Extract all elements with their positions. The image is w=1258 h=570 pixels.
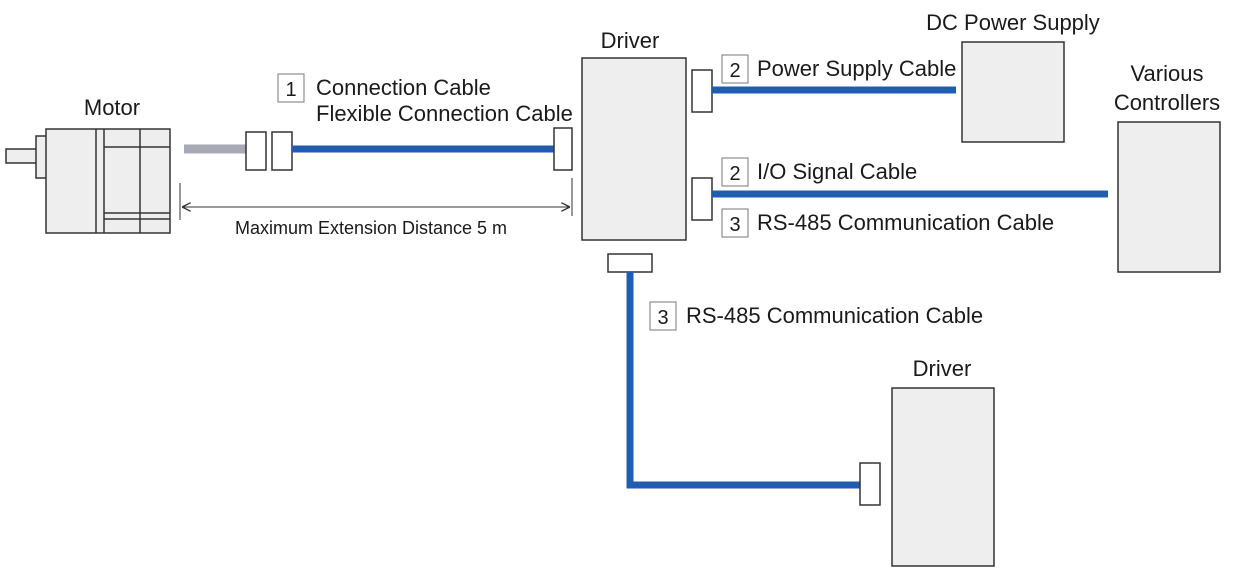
- motor-body: [45, 128, 171, 234]
- cable-line: [626, 272, 860, 489]
- cable-connector: [245, 131, 267, 171]
- io-signal-cable-label: I/O Signal Cable: [757, 159, 917, 184]
- driver-second-box: [891, 387, 995, 567]
- driver-main-label: Driver: [601, 28, 660, 53]
- cable-connector: [271, 131, 293, 171]
- cable-number: 2: [729, 163, 740, 185]
- dc-power-supply-box: [961, 41, 1065, 143]
- dc-power-supply: DC Power Supply: [926, 10, 1100, 143]
- driver-power-connector: [691, 69, 713, 113]
- various-controllers: Various Controllers: [1114, 61, 1221, 273]
- cable-number-box: [277, 73, 305, 103]
- rs485-cable-label-controller: RS-485 Communication Cable: [757, 210, 1054, 235]
- rs485-communication-cable: 3 RS-485 Communication Cable: [626, 272, 983, 506]
- driver-second: Driver: [891, 356, 995, 567]
- flexible-connection-cable-label: Flexible Connection Cable: [316, 101, 573, 126]
- cable-connector: [553, 127, 573, 171]
- motor: Motor: [5, 95, 171, 234]
- driver-second-label: Driver: [913, 356, 972, 381]
- connection-cable: 1 Connection Cable Flexible Connection C…: [245, 73, 573, 171]
- motor-shaft: [5, 148, 41, 164]
- power-supply-cable: 2 Power Supply Cable: [712, 54, 956, 94]
- cable-number-box: [721, 208, 749, 238]
- extension-distance-dimension: Maximum Extension Distance 5 m: [179, 178, 573, 238]
- driver-io-connector: [691, 177, 713, 221]
- power-supply-cable-label: Power Supply Cable: [757, 56, 956, 81]
- cable-number-box: [649, 301, 677, 331]
- rs485-cable-label-driver: RS-485 Communication Cable: [686, 303, 983, 328]
- io-signal-cable: 2 I/O Signal Cable 3 RS-485 Communicatio…: [712, 157, 1108, 238]
- extension-distance-label: Maximum Extension Distance 5 m: [235, 218, 507, 238]
- cable-connector: [859, 462, 881, 506]
- cable-number: 1: [285, 79, 296, 101]
- driver-rs485-connector: [607, 253, 653, 273]
- cable-number-box: [721, 157, 749, 187]
- cable-number: 2: [729, 60, 740, 82]
- various-controllers-label-line1: Various: [1131, 61, 1204, 86]
- driver-main-box: [581, 57, 687, 241]
- various-controllers-label-line2: Controllers: [1114, 90, 1220, 115]
- various-controllers-box: [1117, 121, 1221, 273]
- cable-number: 3: [729, 214, 740, 236]
- dc-power-supply-label: DC Power Supply: [926, 10, 1100, 35]
- connection-cable-label: Connection Cable: [316, 75, 491, 100]
- motor-label: Motor: [84, 95, 140, 120]
- driver-main: Driver: [581, 28, 713, 273]
- cable-number-box: [721, 54, 749, 84]
- cable-number: 3: [657, 307, 668, 329]
